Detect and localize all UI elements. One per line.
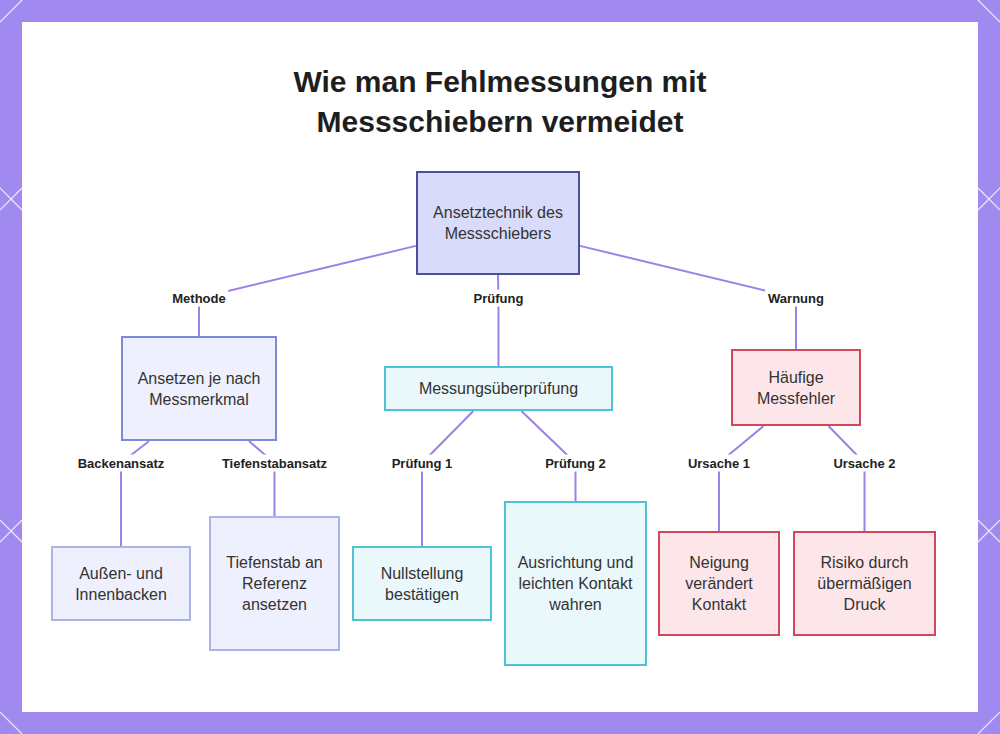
connector-line: [199, 246, 416, 336]
connector-line: [249, 441, 275, 516]
process-box: Tiefenstab an Referenz ansetzen: [209, 516, 340, 651]
process-box: Messungsüberprüfung: [384, 366, 613, 411]
edge-label: Prüfung: [471, 290, 527, 307]
edge-label: Methode: [169, 290, 228, 307]
box-text: Ausrichtung und leichten Kontakt wahren: [514, 552, 637, 615]
box-text: Außen- und Innenbacken: [61, 563, 181, 605]
box-text: Ansetztechnik des Messschiebers: [426, 202, 570, 244]
box-text: Häufige Messfehler: [741, 367, 851, 409]
edge-label: Backenansatz: [75, 455, 168, 472]
box-text: Messungsüberprüfung: [419, 378, 578, 399]
process-box: Häufige Messfehler: [731, 349, 861, 426]
process-box: Ausrichtung und leichten Kontakt wahren: [504, 501, 647, 666]
edge-label: Prüfung 2: [542, 455, 609, 472]
process-box: Ansetzen je nach Messmerkmal: [121, 336, 277, 441]
edge-label: Prüfung 1: [389, 455, 456, 472]
edge-label: Warnung: [765, 290, 827, 307]
box-text: Nullstellung bestätigen: [362, 563, 482, 605]
process-box: Ansetztechnik des Messschiebers: [416, 171, 580, 275]
connector-line: [719, 426, 764, 531]
connector-line: [580, 246, 796, 349]
process-box: Risiko durch übermäßigen Druck: [793, 531, 936, 636]
box-text: Risiko durch übermäßigen Druck: [803, 552, 926, 615]
diagram-title: Wie man Fehlmessungen mit Messschiebern …: [270, 62, 730, 142]
process-box: Nullstellung bestätigen: [352, 546, 492, 621]
connector-line: [829, 426, 865, 531]
process-box: Außen- und Innenbacken: [51, 546, 191, 621]
box-text: Tiefenstab an Referenz ansetzen: [219, 552, 330, 615]
process-box: Neigung verändert Kontakt: [658, 531, 780, 636]
box-text: Neigung verändert Kontakt: [668, 552, 770, 615]
edge-label: Tiefenstabansatz: [219, 455, 330, 472]
edge-label: Ursache 2: [830, 455, 898, 472]
edge-label: Ursache 1: [685, 455, 753, 472]
box-text: Ansetzen je nach Messmerkmal: [131, 368, 267, 410]
connector-line: [422, 411, 473, 546]
